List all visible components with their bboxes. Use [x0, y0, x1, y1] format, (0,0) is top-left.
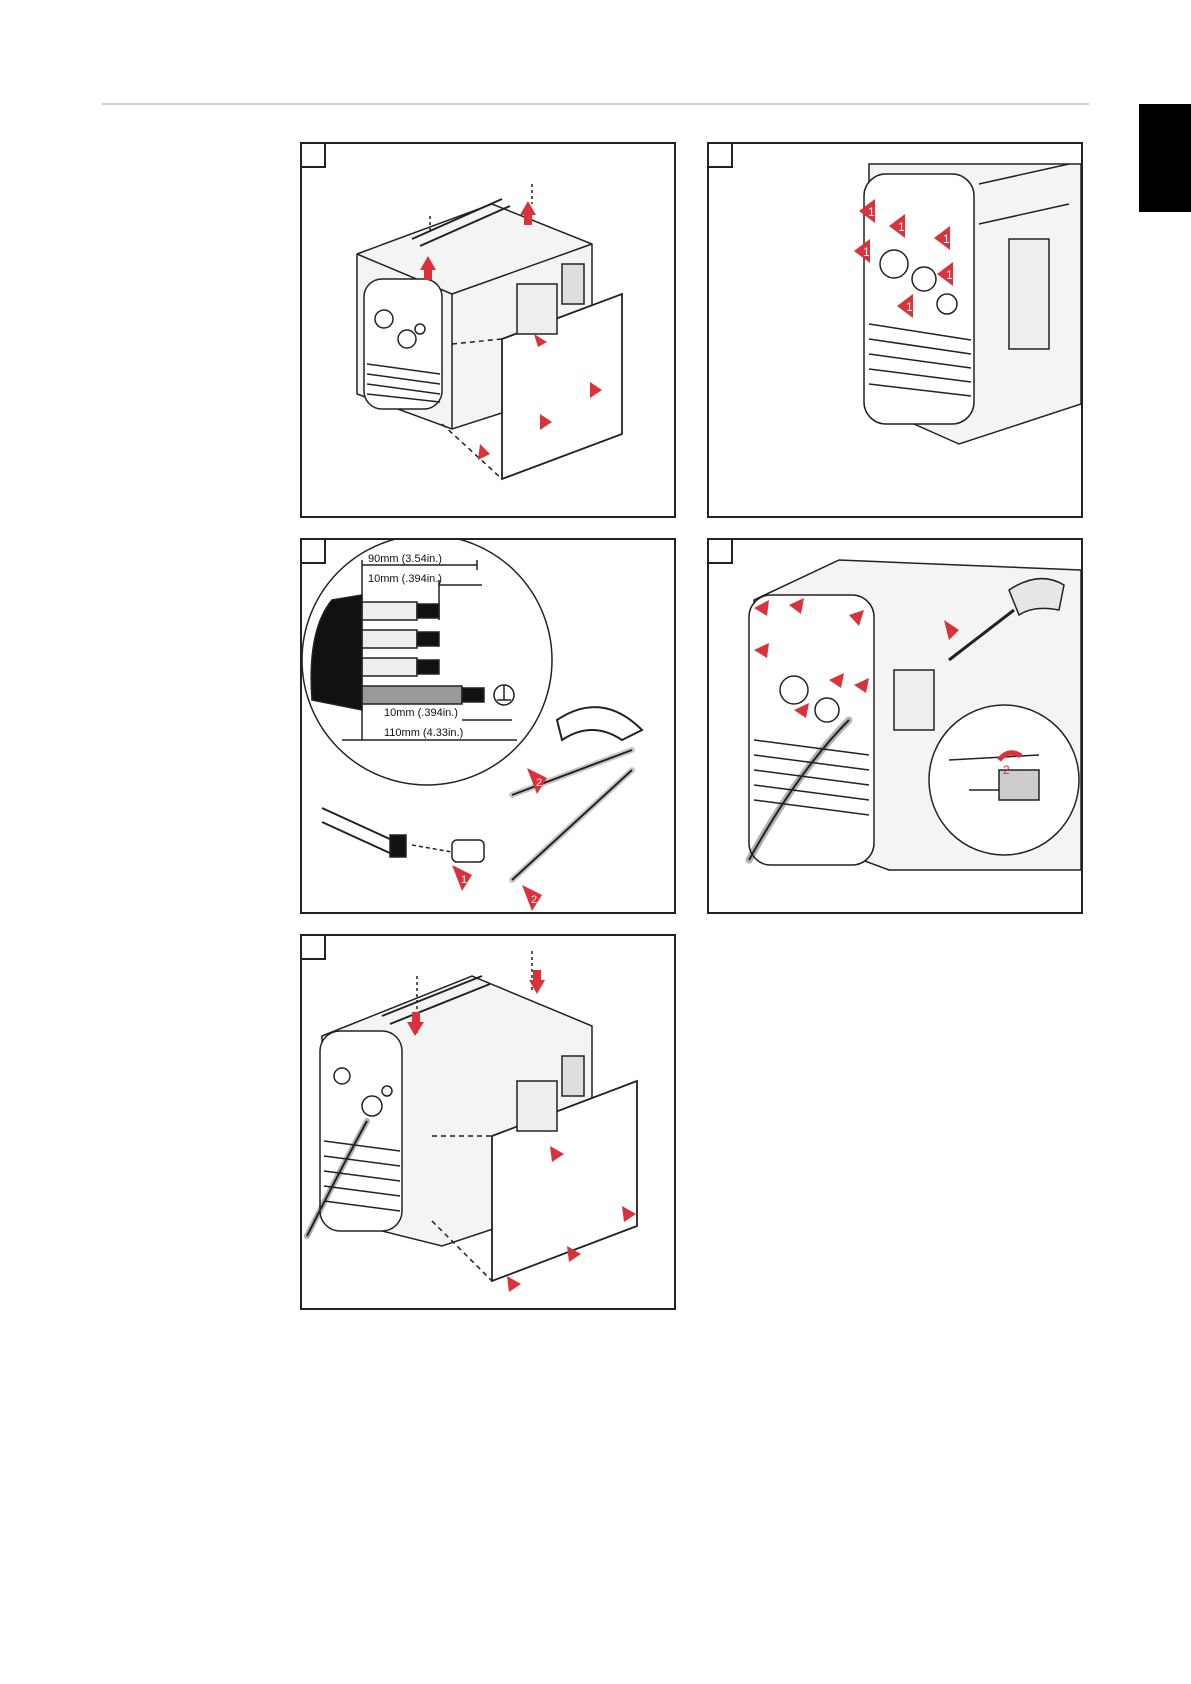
- svg-text:1: 1: [946, 268, 953, 282]
- svg-text:1: 1: [461, 874, 467, 886]
- header-rule: [102, 103, 1089, 105]
- svg-text:1: 1: [863, 245, 870, 259]
- step-figure-refit-cover: [300, 934, 676, 1310]
- svg-text:2: 2: [531, 894, 537, 906]
- step-figure-remove-cover: [300, 142, 676, 518]
- illustration-refit-cover: [302, 936, 674, 1308]
- dim-label-110mm: 110mm (4.33in.): [384, 727, 463, 739]
- svg-text:1: 1: [868, 205, 875, 219]
- illustration-front-panel-screws: 1 1 1 1 1 1: [709, 144, 1081, 516]
- dim-label-90mm: 90mm (3.54in.): [368, 553, 442, 565]
- step-figure-cable-preparation: 90mm (3.54in.) 10mm (.394in.) 10mm (.394…: [300, 538, 676, 914]
- illustration-remove-cover: [302, 144, 674, 516]
- svg-text:1: 1: [943, 232, 950, 246]
- svg-text:2: 2: [1003, 763, 1010, 777]
- step-figure-connect-cable: 2: [707, 538, 1083, 914]
- svg-text:1: 1: [906, 300, 913, 314]
- language-tab-marker: [1139, 104, 1191, 212]
- svg-text:2: 2: [536, 777, 542, 789]
- illustration-connect-cable: 2: [709, 540, 1081, 912]
- dim-label-10mm-top: 10mm (.394in.): [368, 573, 442, 585]
- illustration-cable-stripping: 90mm (3.54in.) 10mm (.394in.) 10mm (.394…: [302, 540, 674, 912]
- svg-text:1: 1: [898, 220, 905, 234]
- step-figure-remove-screws: 1 1 1 1 1 1: [707, 142, 1083, 518]
- dim-label-10mm-bottom: 10mm (.394in.): [384, 707, 458, 719]
